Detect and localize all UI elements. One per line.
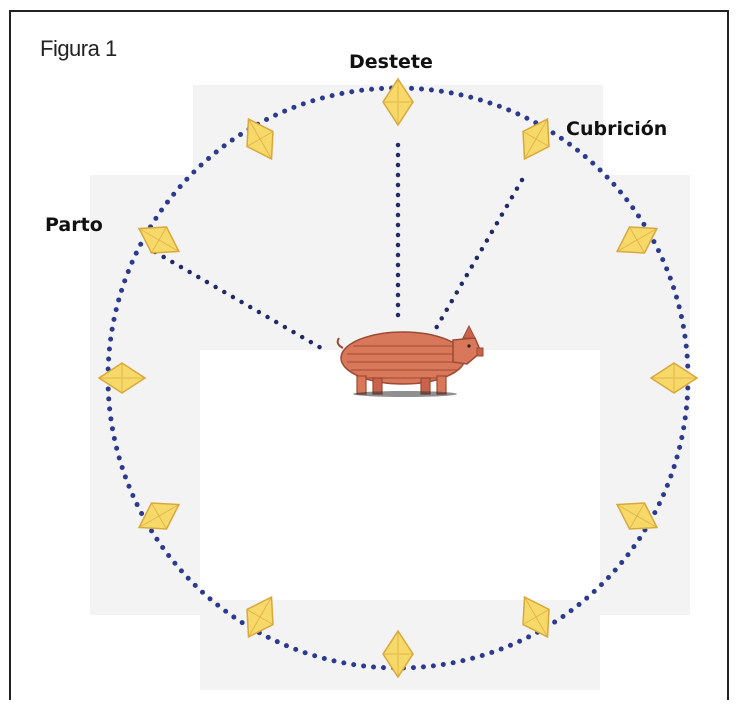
stage-label-destete: Destete bbox=[349, 51, 433, 73]
backdrop bbox=[90, 85, 690, 690]
stage-label-cubricion: Cubrición bbox=[566, 118, 667, 140]
stage-label-parto: Parto bbox=[45, 214, 103, 236]
